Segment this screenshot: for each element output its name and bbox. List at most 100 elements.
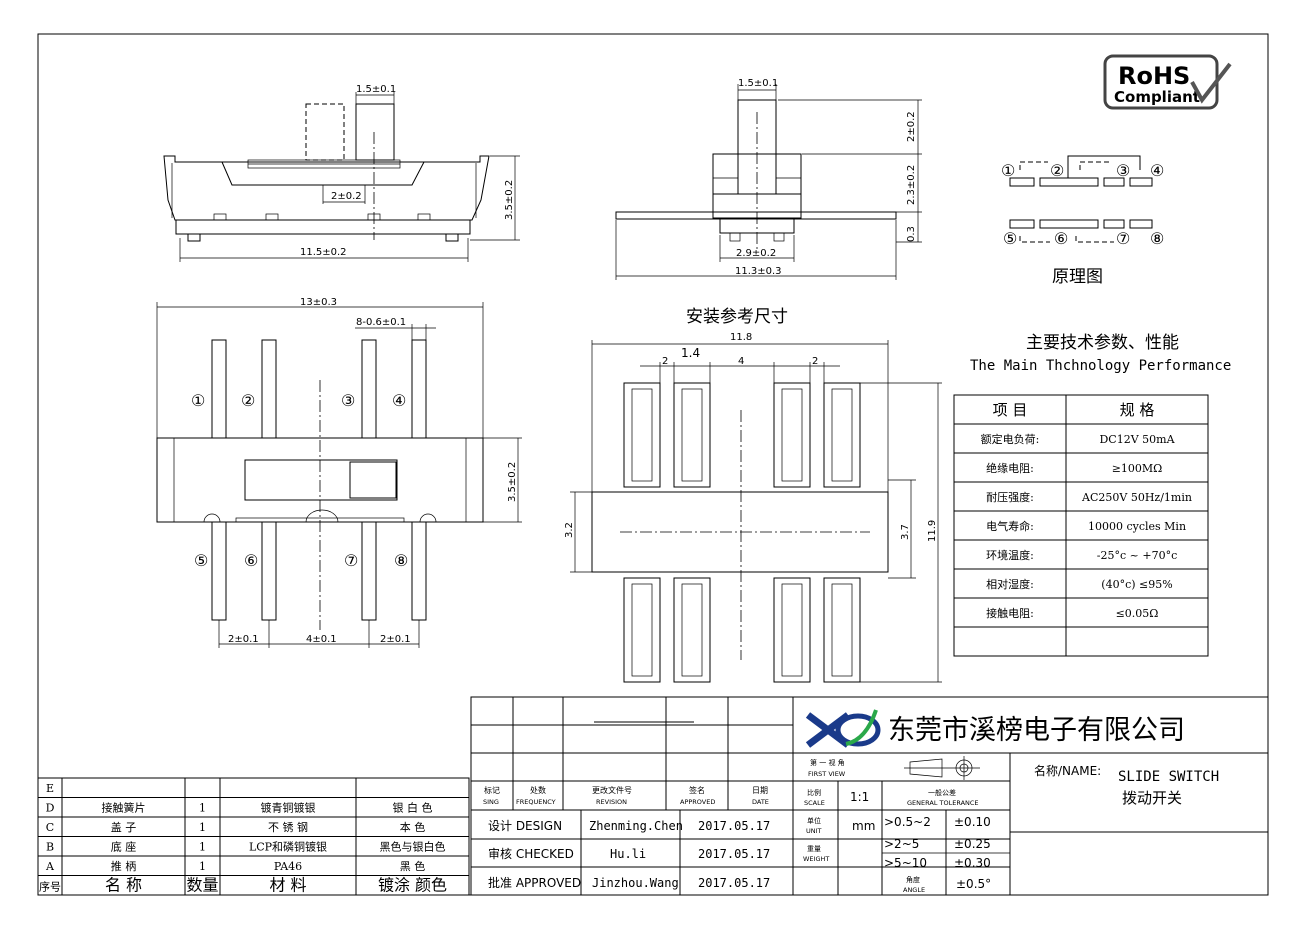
bom-cell: D — [46, 802, 55, 815]
dim-fp-body-h2: 3.7 — [900, 524, 911, 540]
spec-section: 主要技术参数、性能 The Main Thchnology Performanc… — [953, 333, 1231, 657]
tol-range-3: >5~10 — [884, 856, 927, 870]
tol-value-3: ±0.30 — [954, 856, 991, 870]
design-date: 2017.05.17 — [698, 819, 770, 833]
plan-pin-7: ⑦ — [344, 551, 358, 570]
scale-value: 1:1 — [850, 790, 869, 804]
bom-cell: 不 锈 钢 — [268, 821, 308, 834]
dim-pin-pitch-left: 2±0.1 — [228, 634, 259, 645]
bom-cell: 1 — [199, 860, 206, 873]
angle-label-cn: 角度 — [906, 875, 920, 884]
design-label: 设计 DESIGN — [488, 819, 562, 833]
bom-header-cell: 材 料 — [269, 876, 306, 895]
check-mark-icon — [1190, 62, 1232, 104]
spec-value: 10000 cycles Min — [1088, 520, 1186, 533]
tol-label-en: GENERAL TOLERANCE — [907, 799, 979, 807]
dim-pin-width: 8-0.6±0.1 — [356, 317, 406, 328]
approved-label: 批准 APPROVED — [488, 875, 581, 890]
dim-fp-mid: 4 — [738, 356, 744, 367]
bom-cell: 镀青铜镀银 — [261, 801, 316, 815]
rev-head-rev-en: REVISION — [596, 798, 627, 806]
dim-side-h3: 0.3 — [906, 226, 917, 242]
dim-fp-width: 11.8 — [730, 332, 752, 343]
bom-header-cell: 数量 — [186, 876, 218, 895]
bom-header-cell: 序号 — [39, 880, 61, 894]
checked-date: 2017.05.17 — [698, 847, 770, 861]
rev-head-sing-en: SING — [483, 798, 499, 806]
angle-label-en: ANGLE — [903, 886, 925, 894]
scale-label-cn: 比例 — [807, 788, 821, 797]
checked-label: 审核 CHECKED — [488, 846, 574, 861]
tol-label-cn: 一般公差 — [928, 788, 956, 797]
spec-item: 接触电阻: — [986, 606, 1034, 620]
bom-cell: C — [46, 821, 54, 834]
design-name: Zhenming.Chen — [589, 819, 683, 833]
plan-pin-4: ④ — [392, 391, 406, 410]
footprint-view: 安装参考尺寸 11.8 2 1.4 4 — [564, 307, 942, 683]
dim-pin-pitch-right: 2±0.1 — [380, 634, 411, 645]
schematic: ① ② ③ ④ ⑤ ⑥ ⑦ ⑧ 原理图 — [1001, 155, 1164, 287]
schem-pin-4: ④ — [1150, 161, 1164, 180]
bom-cell: LCP和磷铜镀银 — [249, 840, 327, 854]
spec-item: 绝缘电阻: — [986, 461, 1034, 475]
bom-cell: 银 白 色 — [393, 801, 433, 815]
bom-cell: 推 柄 — [111, 859, 137, 873]
dim-length: 11.5±0.2 — [300, 247, 347, 258]
rev-head-freq-cn: 处数 — [530, 785, 546, 795]
bom-cell: 底 座 — [111, 840, 137, 854]
dim-plan-length: 13±0.3 — [300, 297, 337, 308]
schematic-caption: 原理图 — [1052, 267, 1103, 287]
rev-head-rev-cn: 更改文件号 — [592, 785, 632, 795]
bom-cell: 黑色与银白色 — [380, 840, 446, 854]
dim-pin-pitch-mid: 4±0.1 — [306, 634, 337, 645]
plan-pin-1: ① — [191, 391, 205, 410]
weight-label-en: WEIGHT — [803, 855, 829, 863]
weight-label-cn: 重量 — [807, 845, 821, 853]
unit-value: mm — [852, 819, 875, 833]
dim-slider-travel: 2±0.2 — [331, 191, 362, 202]
bom-cell: E — [46, 782, 54, 795]
first-view-en: FIRST VIEW — [808, 770, 846, 778]
rev-head-sing-cn: 标记 — [484, 785, 500, 795]
bom-cell: 黑 色 — [400, 859, 426, 873]
front-view: 1.5±0.1 2±0.2 11.5±0.2 3.5±0.2 — [163, 84, 520, 262]
schem-pin-6: ⑥ — [1054, 229, 1068, 248]
tol-value-1: ±0.10 — [954, 815, 991, 829]
dim-side-pitch: 1.5±0.1 — [738, 78, 778, 89]
unit-label-cn: 单位 — [807, 816, 821, 825]
spec-value: AC250V 50Hz/1min — [1081, 491, 1192, 504]
scale-label-en: SCALE — [804, 799, 825, 807]
rohs-logo: RoHS Compliant — [1103, 54, 1232, 110]
spec-item: 环境温度: — [986, 548, 1034, 562]
dim-side-inner: 2.9±0.2 — [736, 248, 776, 259]
dim-top-pitch: 1.5±0.1 — [356, 84, 396, 95]
unit-label-en: UNIT — [806, 827, 822, 835]
name-en: SLIDE SWITCH — [1118, 769, 1219, 785]
spec-value: -25°c ~ +70°c — [1097, 549, 1177, 562]
plan-pin-5: ⑤ — [194, 551, 208, 570]
rev-head-date-cn: 日期 — [752, 786, 768, 795]
bom-header-cell: 名 称 — [105, 876, 142, 895]
company-logo — [805, 709, 881, 748]
spec-title-cn: 主要技术参数、性能 — [1026, 333, 1179, 353]
schem-pin-8: ⑧ — [1150, 229, 1164, 248]
bom-cell: 接触簧片 — [102, 801, 146, 815]
schem-pin-1: ① — [1001, 161, 1015, 180]
rev-head-appr-cn: 签名 — [689, 785, 705, 795]
rohs-text: RoHS — [1118, 62, 1190, 90]
dim-fp-pad-w: 2 — [662, 356, 668, 367]
spec-head-item: 项 目 — [993, 401, 1028, 419]
plan-pin-2: ② — [241, 391, 255, 410]
bom-cell: 盖 子 — [111, 820, 137, 834]
bom-cell: 1 — [199, 802, 206, 815]
dim-fp-pad-w2: 2 — [812, 356, 818, 367]
spec-title-en: The Main Thchnology Performance — [970, 358, 1231, 374]
bom-cell: 1 — [199, 841, 206, 854]
bom-cell: 本 色 — [400, 820, 426, 834]
spec-table: 项 目规 格额定电负荷:DC12V 50mA绝缘电阻:≥100MΩ耐压强度:AC… — [953, 394, 1209, 657]
plan-pin-8: ⑧ — [394, 551, 408, 570]
schem-pin-3: ③ — [1116, 161, 1130, 180]
rohs-compliant-text: Compliant — [1114, 88, 1200, 106]
side-view: 1.5±0.1 2±0.2 2.3±0.2 0.3 2.9±0.2 11.3±0… — [615, 78, 922, 280]
